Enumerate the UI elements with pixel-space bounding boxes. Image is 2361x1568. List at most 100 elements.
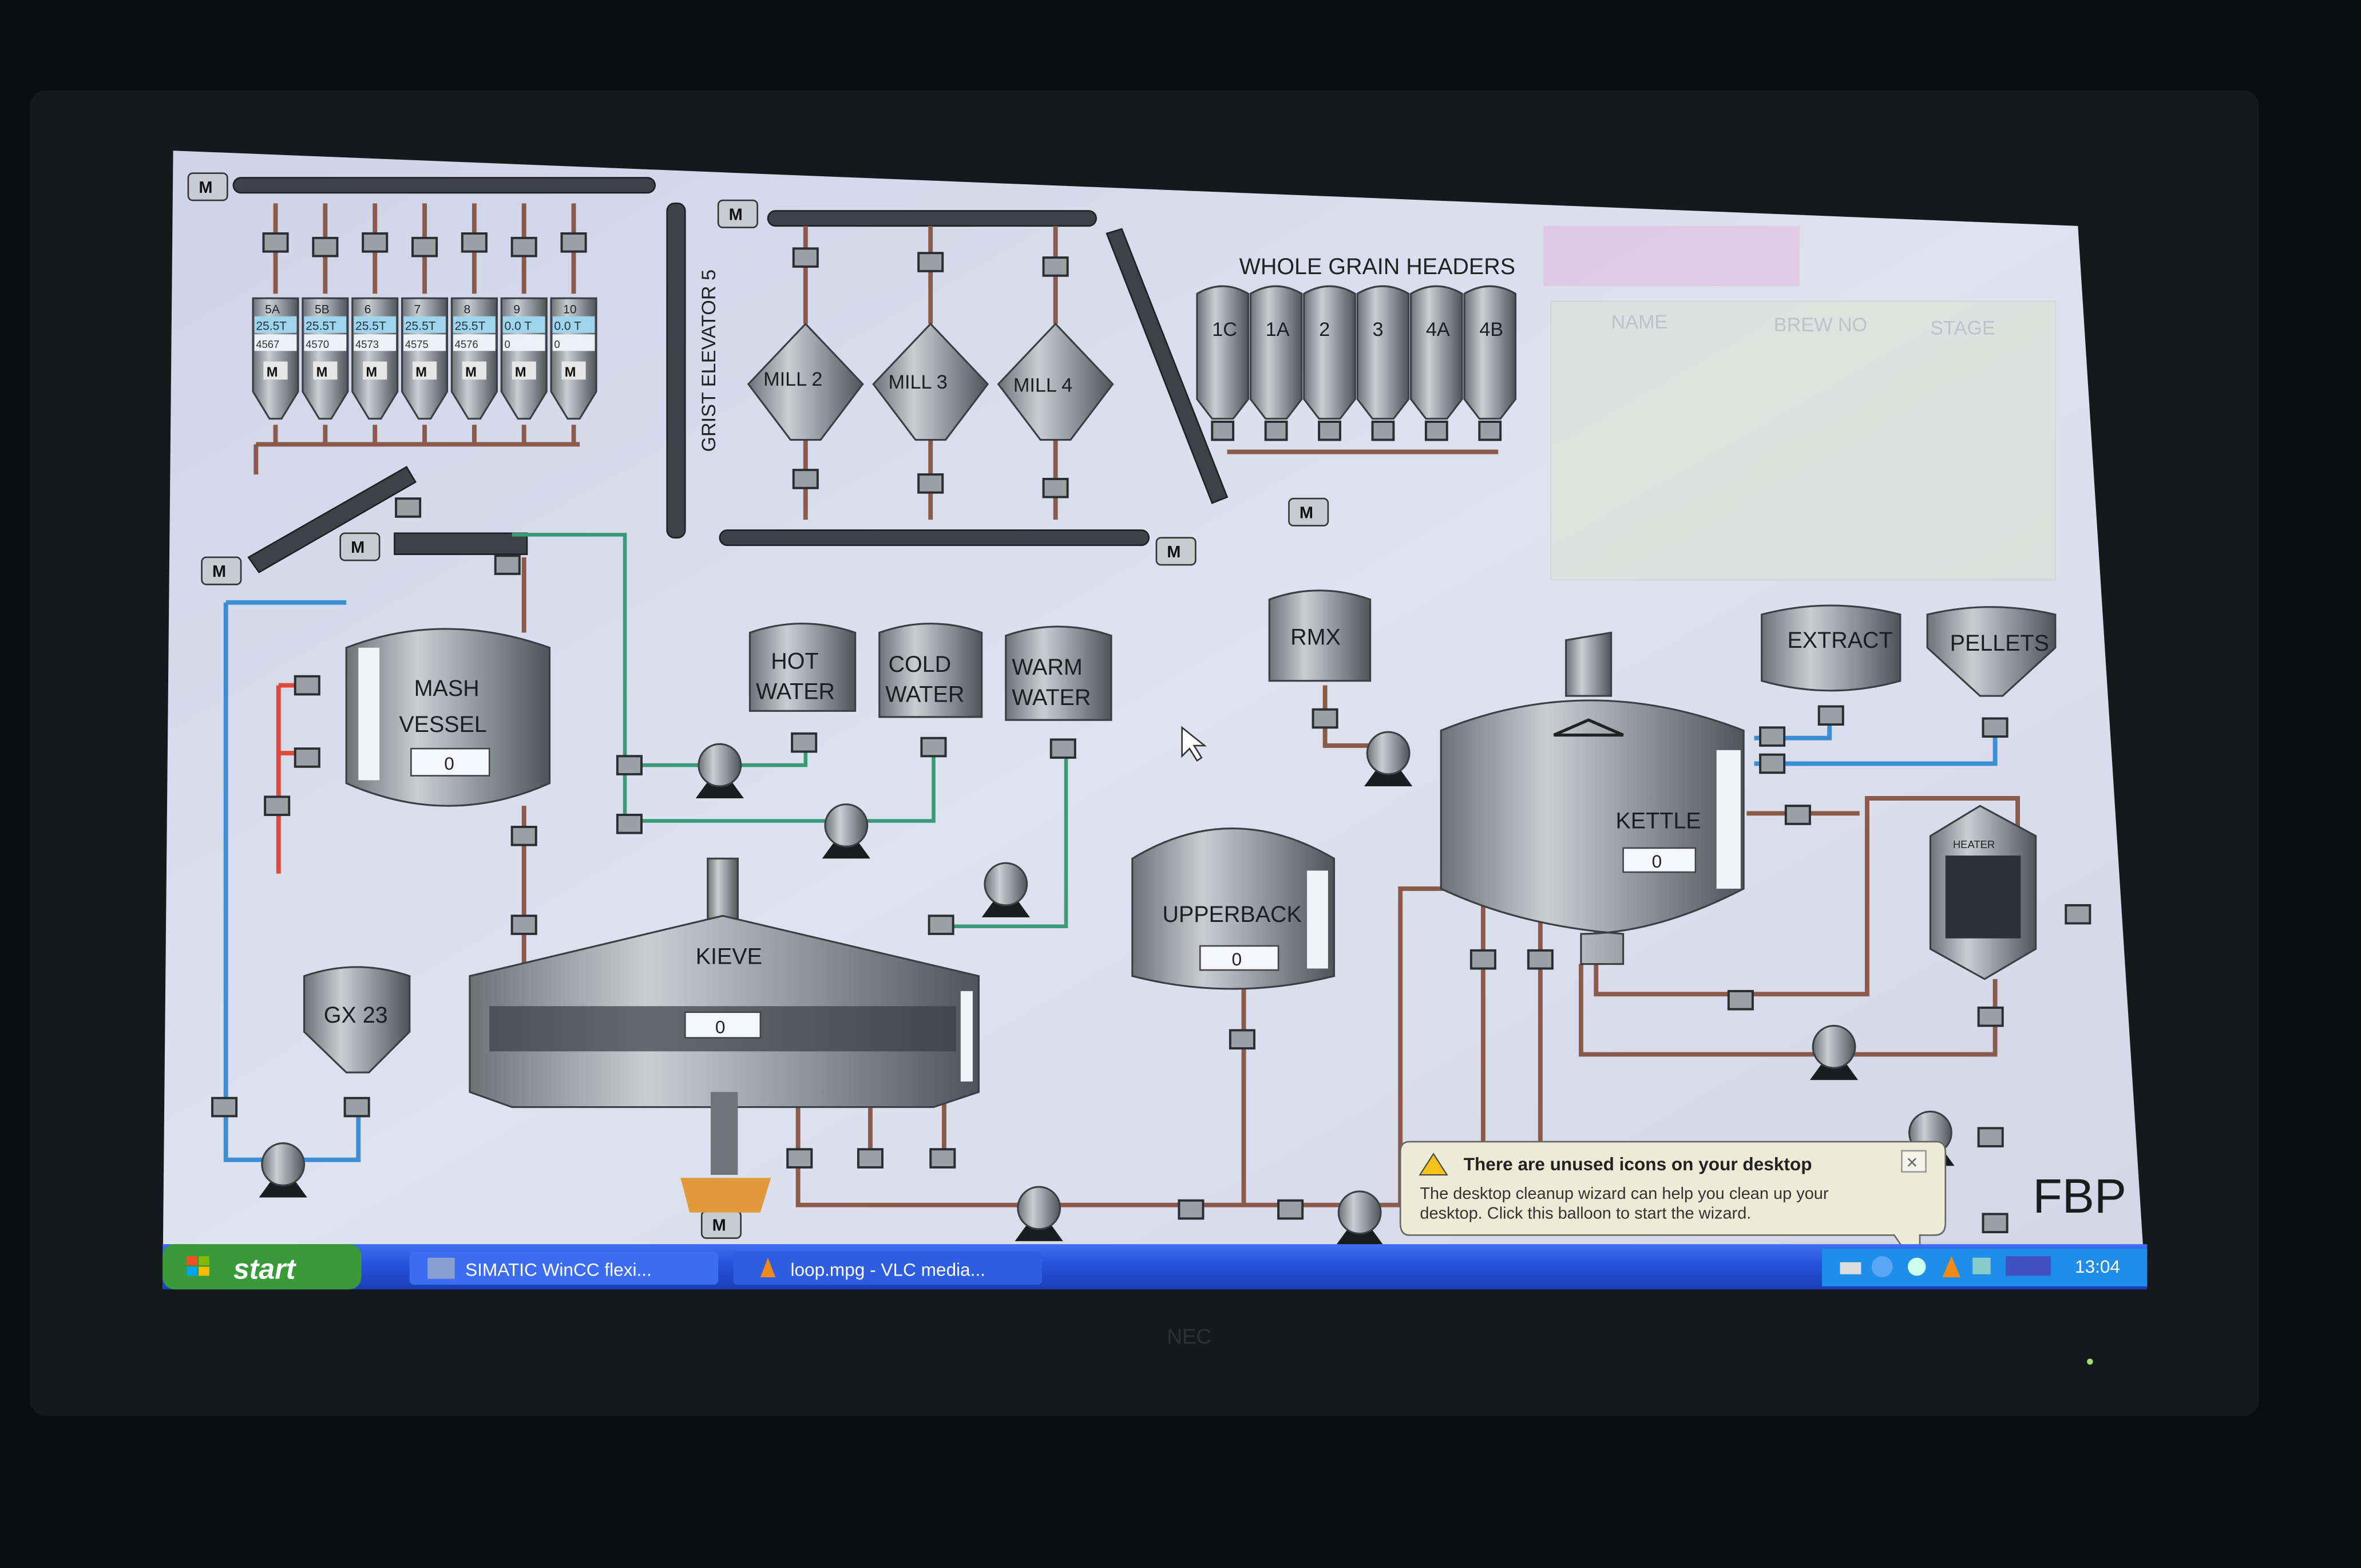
network-icon[interactable] <box>1972 1257 1991 1274</box>
header-tank-1C[interactable]: 1C <box>1196 285 1249 441</box>
pump-icon[interactable] <box>981 862 1030 917</box>
desktop-cleanup-balloon[interactable]: There are unused icons on your desktop ×… <box>1399 1141 1947 1276</box>
valve[interactable] <box>917 252 944 272</box>
valve[interactable] <box>1042 256 1069 277</box>
motor-icon[interactable]: M <box>1288 497 1329 526</box>
valve-icon[interactable] <box>929 1148 956 1169</box>
silo-motor-icon[interactable] <box>412 361 437 380</box>
motor-icon[interactable]: M <box>700 1210 742 1239</box>
pump-icon[interactable] <box>822 803 870 859</box>
valve-icon[interactable] <box>1982 1213 2009 1234</box>
mill-2[interactable]: MILL 2 <box>747 225 864 520</box>
valve[interactable] <box>262 232 289 253</box>
valve-icon[interactable] <box>1982 717 2009 738</box>
valve-icon[interactable] <box>791 732 818 753</box>
kieve[interactable]: KIEVE 0 <box>469 857 980 1213</box>
mash-vessel[interactable]: MASH VESSEL 0 <box>345 628 551 807</box>
valve-icon[interactable] <box>211 1096 238 1118</box>
valve[interactable] <box>560 232 587 253</box>
valve-icon[interactable] <box>1977 1127 2004 1147</box>
pump-icon[interactable] <box>1809 1024 1859 1080</box>
balloon-close-button[interactable] <box>1901 1150 1927 1173</box>
pump-icon[interactable] <box>1015 1186 1063 1241</box>
valve-icon[interactable] <box>1178 1199 1205 1220</box>
valve-icon[interactable] <box>1759 726 1786 747</box>
pump-icon[interactable] <box>695 743 744 799</box>
motor-icon[interactable]: M <box>187 172 228 201</box>
valve-icon[interactable] <box>343 1096 370 1118</box>
silo-motor-icon[interactable] <box>561 361 586 380</box>
valve[interactable] <box>411 236 438 258</box>
valve-icon[interactable] <box>2065 904 2091 925</box>
mill-3[interactable]: MILL 3 <box>872 225 989 520</box>
valve-icon[interactable] <box>920 737 947 758</box>
cold-water-tank[interactable]: COLD WATER <box>878 623 983 718</box>
silo-9[interactable]: 90.0 T0M <box>500 203 548 445</box>
valve-icon[interactable] <box>395 497 422 518</box>
header-tank-4B[interactable]: 4B <box>1463 285 1517 441</box>
valve-icon[interactable] <box>1049 738 1076 759</box>
valve-icon[interactable] <box>294 747 320 768</box>
valve[interactable] <box>1264 421 1288 441</box>
valve-icon[interactable] <box>1759 753 1786 774</box>
silo-motor-icon[interactable] <box>462 361 486 380</box>
valve-icon[interactable] <box>786 1148 813 1169</box>
header-tank-1A[interactable]: 1A <box>1249 285 1303 441</box>
header-tank-3[interactable]: 3 <box>1356 285 1410 441</box>
silo-motor-icon[interactable] <box>263 361 288 380</box>
valve[interactable] <box>792 469 819 489</box>
valve-icon[interactable] <box>616 755 643 775</box>
valve-icon[interactable] <box>928 914 954 935</box>
motor-icon[interactable]: M <box>1155 537 1197 566</box>
valve-icon[interactable] <box>1527 949 1554 970</box>
pump-icon[interactable] <box>1336 1190 1384 1246</box>
silo-motor-icon[interactable] <box>313 361 338 380</box>
valve[interactable] <box>1478 421 1502 441</box>
valve[interactable] <box>510 236 537 258</box>
motor-icon[interactable]: M <box>201 556 242 585</box>
valve-icon[interactable] <box>1784 805 1811 825</box>
vlc-tray-icon[interactable] <box>1942 1256 1961 1278</box>
extract-tank[interactable]: EXTRACT <box>1761 604 1902 692</box>
valve-icon[interactable] <box>1277 1199 1304 1220</box>
valve-icon[interactable] <box>1727 989 1754 1011</box>
valve[interactable] <box>792 247 819 268</box>
valve[interactable] <box>917 473 944 494</box>
valve[interactable] <box>1371 421 1395 441</box>
tray-icon[interactable] <box>1907 1257 1926 1276</box>
pump-icon[interactable] <box>259 1142 307 1198</box>
valve[interactable] <box>312 236 339 258</box>
show-hidden-icons-button[interactable] <box>1871 1256 1893 1278</box>
valve[interactable] <box>1318 421 1341 441</box>
silo-10[interactable]: 100.0 T0M <box>550 203 597 445</box>
silo-motor-icon[interactable] <box>512 361 536 380</box>
header-tank-2[interactable]: 2 <box>1303 285 1356 441</box>
pellets-hopper[interactable]: PELLETS <box>1926 606 2057 697</box>
pump-icon[interactable] <box>1364 731 1413 786</box>
header-tank-4A[interactable]: 4A <box>1410 285 1463 441</box>
task-simatic-wincc[interactable]: SIMATIC WinCC flexi... <box>409 1252 719 1285</box>
start-button[interactable]: start <box>163 1244 362 1290</box>
kettle[interactable]: KETTLE 0 <box>1440 631 1745 965</box>
keyboard-icon[interactable] <box>1840 1262 1861 1274</box>
valve-icon[interactable] <box>857 1148 884 1169</box>
heater[interactable]: HEATER <box>1929 805 2037 980</box>
valve-icon[interactable] <box>510 914 537 935</box>
valve[interactable] <box>1424 421 1448 441</box>
upperback-tank[interactable]: UPPERBACK 0 <box>1131 827 1335 990</box>
clock[interactable]: 13:04 <box>2075 1256 2120 1277</box>
valve-icon[interactable] <box>494 555 521 575</box>
valve-icon[interactable] <box>1817 705 1844 726</box>
rmx-tank[interactable]: RMX <box>1268 589 1372 682</box>
valve-icon[interactable] <box>1469 949 1496 970</box>
silo-motor-icon[interactable] <box>363 361 387 380</box>
warm-water-tank[interactable]: WARM WATER <box>1005 625 1112 721</box>
valve[interactable] <box>362 232 389 253</box>
motor-icon[interactable]: M <box>717 199 758 228</box>
motor-icon[interactable]: M <box>339 532 381 561</box>
